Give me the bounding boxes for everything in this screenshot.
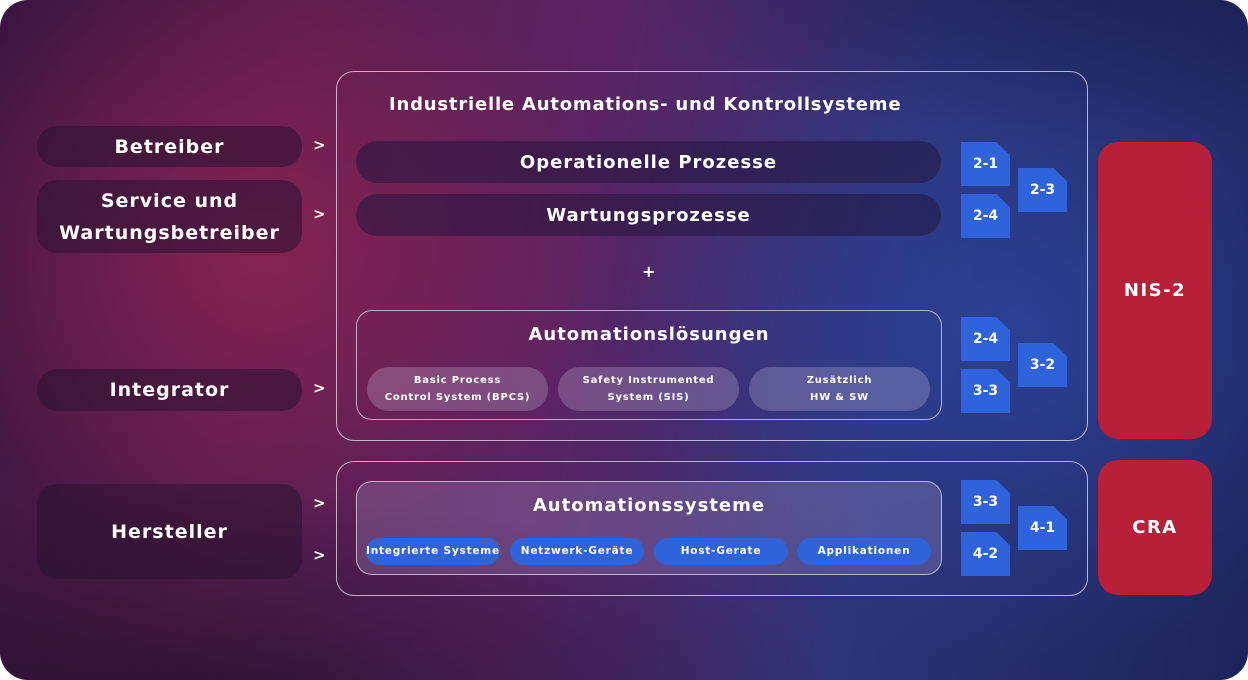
actor-betreiber: Betreiber [37,126,302,167]
standard-doc-icon: 4-1 [1018,506,1067,550]
regulation-cra: CRA [1098,460,1212,595]
actor-hersteller: Hersteller [37,484,302,579]
arrow-right-icon: > [313,136,326,154]
standard-doc-icon: 3-3 [961,480,1010,524]
arrow-right-icon: > [313,494,326,512]
process-label: Wartungsprozesse [546,204,751,226]
system-applikationen: Applikationen [797,538,931,565]
chip-label: Zusätzlich [806,375,873,386]
system-host-geraete: Host-Gerate [654,538,788,565]
process-wartung: Wartungsprozesse [356,194,941,236]
standard-doc-icon: 2-4 [961,317,1010,361]
regulation-nis2: NIS-2 [1098,142,1212,439]
standard-doc-icon: 2-4 [961,194,1010,238]
iacs-title: Industrielle Automations- und Kontrollsy… [389,94,902,115]
automation-systems-frame: Automationssysteme Integrierte Systeme N… [356,481,942,575]
iacs-frame [336,71,1088,441]
actor-service-wartungsbetreiber: Service und Wartungsbetreiber [37,180,302,253]
chip-label: Netzwerk-Geräte [520,545,634,557]
system-integrierte-systeme: Integrierte Systeme [366,538,500,565]
actor-label: Betreiber [114,135,225,158]
actor-label: Integrator [109,379,230,401]
standard-doc-icon: 2-1 [961,142,1010,186]
actor-integrator: Integrator [37,369,302,411]
chip-label: Control System (BPCS) [384,392,531,403]
chip-label: Host-Gerate [680,545,762,557]
chip-label: Basic Process [413,375,502,386]
arrow-right-icon: > [313,205,326,223]
actor-label: Hersteller [111,520,228,543]
solution-hw-sw: Zusätzlich HW & SW [749,367,930,411]
standard-doc-icon: 2-3 [1018,168,1067,212]
process-operationelle: Operationelle Prozesse [356,141,941,183]
chip-label: Integrierte Systeme [366,545,500,557]
process-label: Operationelle Prozesse [519,151,778,173]
regulation-label: CRA [1132,517,1178,538]
actor-label: Wartungsbetreiber [59,221,280,244]
standard-doc-icon: 3-2 [1018,343,1067,387]
regulation-label: NIS-2 [1123,280,1187,301]
arrow-right-icon: > [313,546,326,564]
actor-label: Service und [100,189,239,212]
standard-doc-icon: 3-3 [961,369,1010,413]
system-netzwerk-geraete: Netzwerk-Geräte [510,538,644,565]
chip-label: HW & SW [810,392,869,403]
standard-doc-icon: 4-2 [961,532,1010,576]
arrow-right-icon: > [313,379,326,397]
plus-icon: + [642,262,656,281]
chip-label: Applikationen [817,545,911,557]
manufacturer-frame [336,461,1088,596]
chip-label: Safety Instrumented [582,375,715,386]
automation-solutions-title: Automationslösungen [528,324,770,345]
automation-systems-title: Automationssysteme [532,495,766,516]
chip-label: System (SIS) [607,392,690,403]
